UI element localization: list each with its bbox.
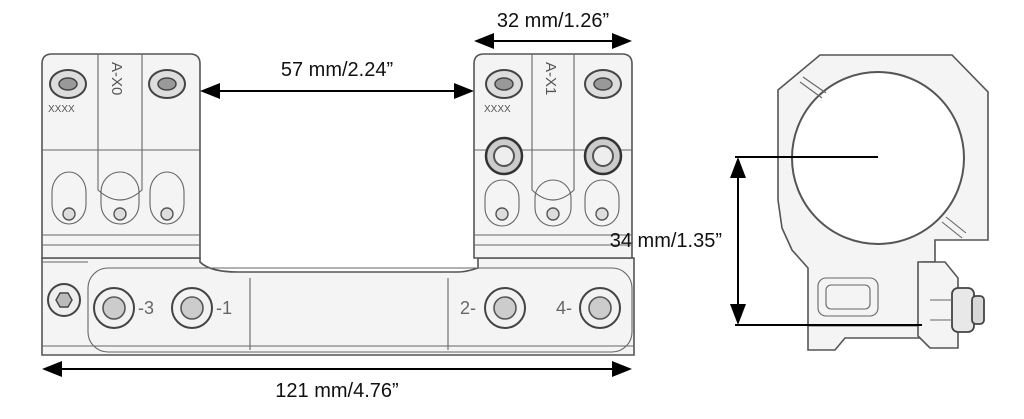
rear-ring-code: A-X1 [542,62,559,95]
ring-screw-icon [148,69,186,99]
dimension-total-length: 121 mm/4.76” [42,361,632,402]
oval-slot-icon [100,171,140,225]
rear-ring-xxxx: XXXX [484,104,511,115]
round-screw-icon [583,136,623,176]
mount-side-view: A-X0 A-X1 XXXX XXXX -3 -1 2- 4- [41,53,635,356]
oval-slot-icon [484,179,520,227]
base-screw-icon [93,287,135,329]
front-ring-xxxx: XXXX [48,104,75,115]
ring-screw-icon [485,69,523,99]
ring-screw-icon [584,69,622,99]
front-ring-code: A-X0 [108,62,125,95]
oval-slot-icon [51,171,87,225]
clamp-plate [87,267,633,353]
dimension-label: 32 mm/1.26” [497,10,609,32]
oval-slot-icon [149,171,185,225]
dimension-top-width: 32 mm/1.26” [474,10,632,49]
round-screw-icon [484,136,524,176]
dimension-label: 121 mm/4.76” [275,380,398,402]
cross-slot [817,277,879,317]
oval-slot-icon [534,179,572,227]
hex-socket-icon [47,283,81,317]
base-screw-icon [171,287,213,329]
dimension-label: 34 mm/1.35” [610,230,722,252]
oval-slot-icon [584,179,620,227]
slot-label: 4- [556,298,572,318]
base-screw-icon [484,287,526,329]
slot-label: -1 [216,298,232,318]
mount-base [41,257,635,356]
mount-end-view [777,54,989,351]
dimension-ring-spacing: 57 mm/2.24” [200,59,474,99]
front-ring-block [41,53,201,259]
slot-label: 2- [460,298,476,318]
base-screw-icon [579,287,621,329]
ring-screw-icon [49,69,87,99]
dimension-center-height: 34 mm/1.35” [610,156,922,326]
rear-ring-block [473,53,633,259]
slot-label: -3 [138,298,154,318]
clamp-knob-icon [917,261,985,349]
dimension-label: 57 mm/2.24” [281,59,393,81]
